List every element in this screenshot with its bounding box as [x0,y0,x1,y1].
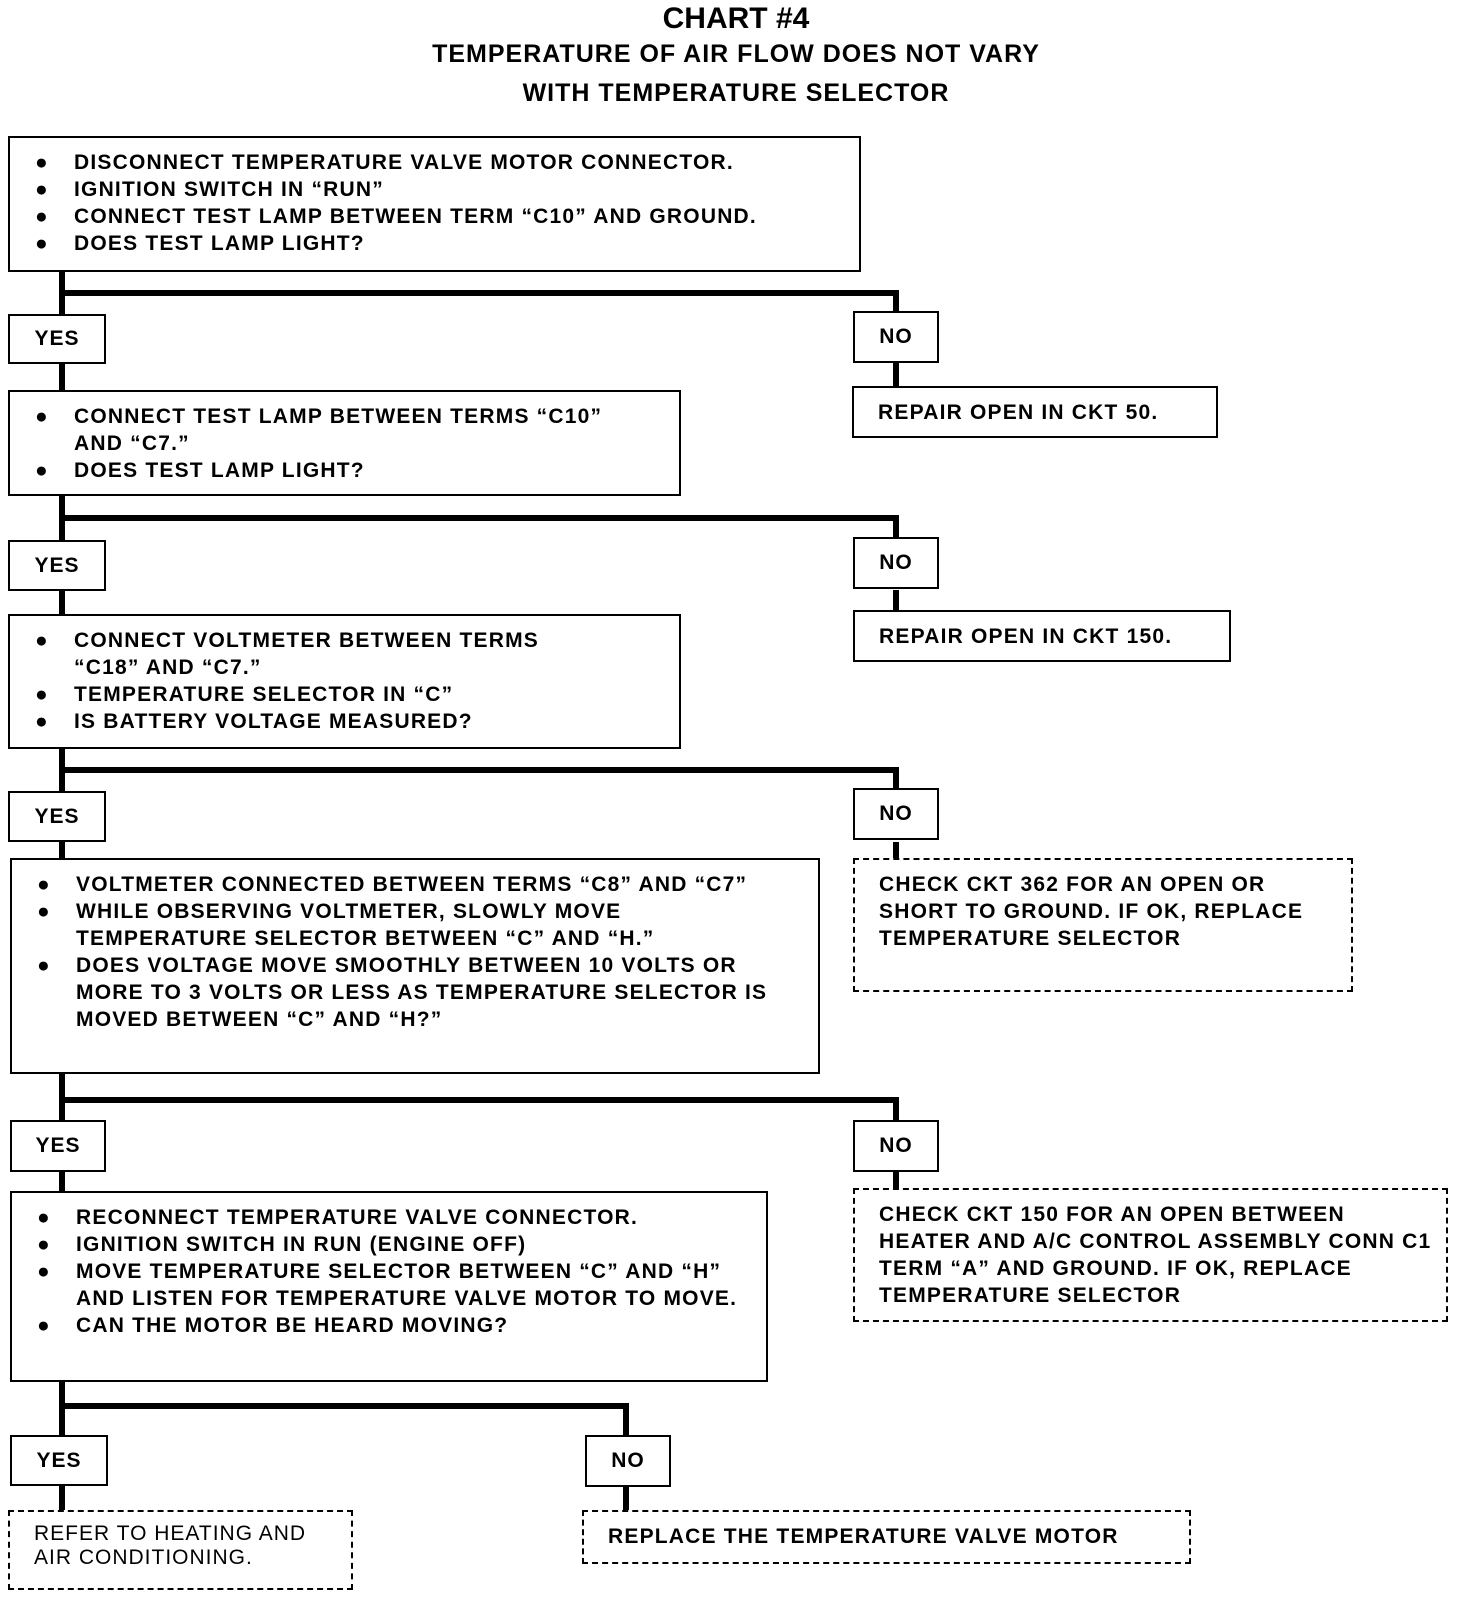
bullet-dot-icon: ● [35,405,49,428]
step-1-item: ●CONNECT TEST LAMP BETWEEN TERM “C10” AN… [30,203,845,230]
step-4-box: ●VOLTMETER CONNECTED BETWEEN TERMS “C8” … [10,858,820,1074]
bullet-dot-icon: ● [37,1206,51,1229]
step-4-item: ●VOLTMETER CONNECTED BETWEEN TERMS “C8” … [32,871,804,898]
step-5-box: ●RECONNECT TEMPERATURE VALVE CONNECTOR. … [10,1191,768,1382]
yes-label-3: YES [8,791,106,842]
step-2-box: ●CONNECT TEST LAMP BETWEEN TERMS “C10” A… [8,390,681,496]
bullet-dot-icon: ● [35,178,49,201]
yes-label-2: YES [8,540,106,591]
no-label-4: NO [853,1120,939,1172]
no-result-5: REPLACE THE TEMPERATURE VALVE MOTOR [582,1510,1191,1564]
bullet-dot-icon: ● [35,629,49,652]
step-4-item: ●WHILE OBSERVING VOLTMETER, SLOWLY MOVE … [32,898,804,952]
bullet-dot-icon: ● [37,954,51,977]
step-3-item: ●CONNECT VOLTMETER BETWEEN TERMS “C18” A… [30,627,665,681]
step-1-item: ●DISCONNECT TEMPERATURE VALVE MOTOR CONN… [30,149,845,176]
step-1-box: ●DISCONNECT TEMPERATURE VALVE MOTOR CONN… [8,136,861,272]
yes-label-1: YES [8,314,106,364]
step-5-item: ●RECONNECT TEMPERATURE VALVE CONNECTOR. [32,1204,752,1231]
no-result-1: REPAIR OPEN IN CKT 50. [852,386,1218,438]
step-4-item: ●DOES VOLTAGE MOVE SMOOTHLY BETWEEN 10 V… [32,952,804,1033]
no-label-2: NO [853,537,939,589]
bullet-dot-icon: ● [35,151,49,174]
step-2-item: ●DOES TEST LAMP LIGHT? [30,457,665,484]
bullet-dot-icon: ● [37,1260,51,1283]
step-3-item: ●TEMPERATURE SELECTOR IN “C” [30,681,665,708]
bullet-dot-icon: ● [35,710,49,733]
bullet-dot-icon: ● [37,873,51,896]
step-5-item: ●MOVE TEMPERATURE SELECTOR BETWEEN “C” A… [32,1258,752,1312]
yes-result-5: REFER TO HEATING AND AIR CONDITIONING. [8,1510,353,1590]
chart-title: CHART #4 [662,2,810,35]
bullet-dot-icon: ● [37,1233,51,1256]
no-label-1: NO [853,311,939,363]
step-2-item: ●CONNECT TEST LAMP BETWEEN TERMS “C10” A… [30,403,665,457]
bullet-dot-icon: ● [35,459,49,482]
yes-label-5: YES [10,1435,108,1486]
no-result-2: REPAIR OPEN IN CKT 150. [853,610,1231,662]
chart-subtitle-line-2: WITH TEMPERATURE SELECTOR [522,79,950,107]
step-1-item: ●IGNITION SWITCH IN “RUN” [30,176,845,203]
bullet-dot-icon: ● [35,683,49,706]
step-5-item: ●CAN THE MOTOR BE HEARD MOVING? [32,1312,752,1339]
yes-label-4: YES [10,1120,106,1172]
step-1-item: ●DOES TEST LAMP LIGHT? [30,230,845,257]
bullet-dot-icon: ● [37,900,51,923]
bullet-dot-icon: ● [35,205,49,228]
no-label-3: NO [853,788,939,840]
no-result-4: CHECK CKT 150 FOR AN OPEN BETWEEN HEATER… [853,1188,1448,1322]
step-3-item: ●IS BATTERY VOLTAGE MEASURED? [30,708,665,735]
bullet-dot-icon: ● [37,1314,51,1337]
chart-subtitle-line-1: TEMPERATURE OF AIR FLOW DOES NOT VARY [432,40,1040,68]
bullet-dot-icon: ● [35,232,49,255]
step-5-item: ●IGNITION SWITCH IN RUN (ENGINE OFF) [32,1231,752,1258]
step-3-box: ●CONNECT VOLTMETER BETWEEN TERMS “C18” A… [8,614,681,749]
no-label-5: NO [585,1435,671,1487]
no-result-3: CHECK CKT 362 FOR AN OPEN OR SHORT TO GR… [853,858,1353,992]
